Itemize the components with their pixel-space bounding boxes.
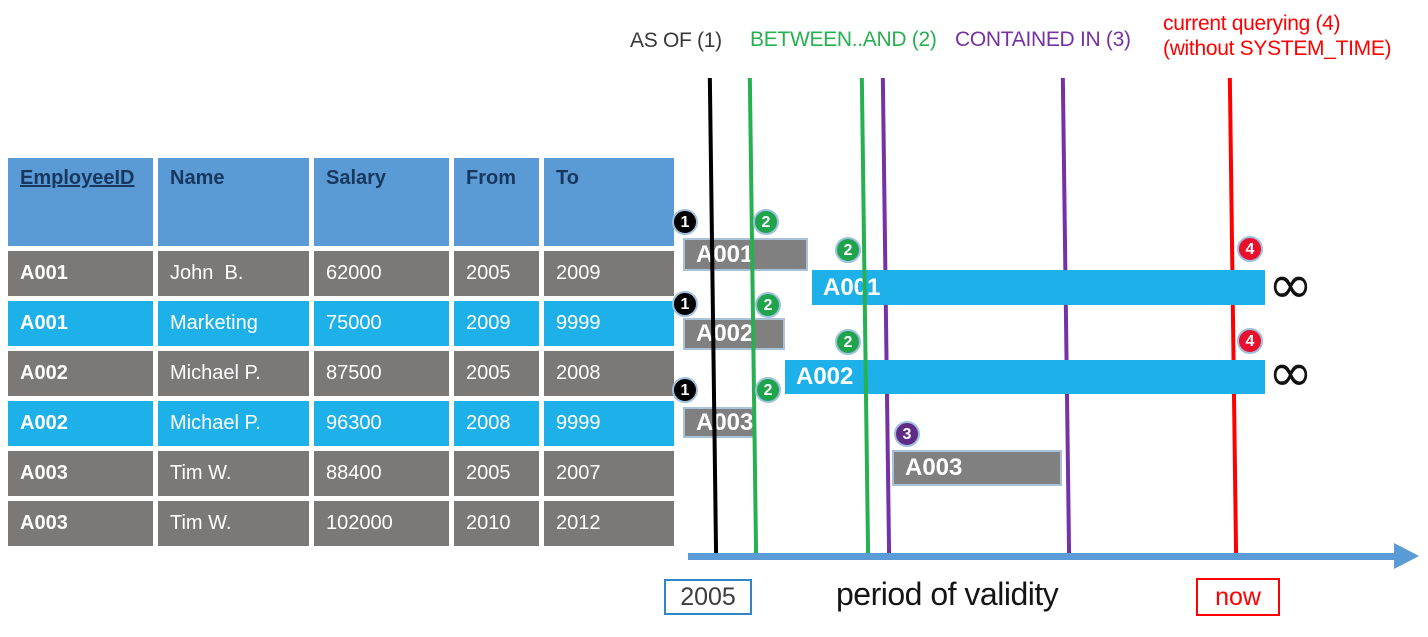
table-cell: 9999 (544, 301, 674, 346)
table-cell: 102000 (314, 501, 449, 546)
query-badge-between-and: 2 (835, 329, 861, 355)
legend-between-and: BETWEEN..AND (2) (750, 28, 937, 51)
legend-as-of: AS OF (1) (630, 29, 722, 52)
validity-bar-a003-gray: A003 (683, 407, 755, 438)
table-cell: 2008 (454, 401, 539, 446)
table-cell: 88400 (314, 451, 449, 496)
bar-label: A003 (696, 408, 754, 436)
column-header-employeeid: EmployeeID (8, 158, 153, 246)
table-cell: 2012 (544, 501, 674, 546)
table-cell: Marketing (158, 301, 309, 346)
column-header-from: From (454, 158, 539, 246)
table-cell: Tim W. (158, 501, 309, 546)
column-header-salary: Salary (314, 158, 449, 246)
now-line (1227, 77, 1239, 561)
query-badge-current: 4 (1237, 328, 1263, 354)
validity-bar-a001-gray: A001 (683, 238, 808, 271)
legend-current-line1: current querying (4) (1163, 12, 1341, 35)
table-cell: 2008 (544, 351, 674, 396)
validity-bar-a002-gray: A002 (683, 318, 785, 350)
column-header-to: To (544, 158, 674, 246)
table-cell: 2005 (454, 351, 539, 396)
validity-bar-a003-gray: A003 (892, 450, 1062, 486)
table-cell: 2007 (544, 451, 674, 496)
query-badge-between-and: 2 (755, 292, 781, 318)
time-axis-arrowhead (1394, 543, 1419, 569)
table-cell: 9999 (544, 401, 674, 446)
time-axis (688, 553, 1396, 560)
validity-bar-a001-cyan: A001 (812, 270, 1265, 305)
query-badge-as-of: 1 (672, 291, 698, 317)
year-2005-box: 2005 (664, 579, 752, 615)
table-cell: 62000 (314, 251, 449, 296)
table-cell: 2010 (454, 501, 539, 546)
contained-end-line (1060, 77, 1072, 561)
legend-contained-in: CONTAINED IN (3) (955, 28, 1131, 51)
table-cell: Michael P. (158, 351, 309, 396)
table-cell: Tim W. (158, 451, 309, 496)
bar-label: A002 (696, 320, 754, 347)
query-badge-current: 4 (1237, 236, 1263, 262)
table-cell: A002 (8, 351, 153, 396)
table-cell: 87500 (314, 351, 449, 396)
legend-current-line2: (without SYSTEM_TIME) (1163, 37, 1392, 60)
contained-start-line (880, 77, 892, 561)
table-cell: 96300 (314, 401, 449, 446)
table-cell: 2005 (454, 251, 539, 296)
now-box: now (1196, 578, 1280, 616)
table-cell: 2009 (454, 301, 539, 346)
legend-current-querying: current querying (4) (without SYSTEM_TIM… (1163, 11, 1392, 61)
table-cell: John B. (158, 251, 309, 296)
query-badge-contained-in: 3 (894, 421, 920, 447)
table-cell: A002 (8, 401, 153, 446)
query-badge-as-of: 1 (672, 209, 698, 235)
between-end-line (859, 77, 871, 561)
bar-label: A003 (905, 454, 963, 481)
query-badge-as-of: 1 (672, 377, 698, 403)
table-cell: 2009 (544, 251, 674, 296)
query-badge-between-and: 2 (835, 237, 861, 263)
validity-bar-a002-cyan: A002 (785, 360, 1265, 394)
table-cell: 2005 (454, 451, 539, 496)
infinity-symbol: ∞ (1268, 341, 1313, 404)
bar-label: A002 (796, 363, 854, 390)
bar-label: A001 (696, 240, 754, 268)
table-cell: 75000 (314, 301, 449, 346)
table-cell: Michael P. (158, 401, 309, 446)
column-header-name: Name (158, 158, 309, 246)
infinity-symbol: ∞ (1268, 253, 1313, 316)
query-badge-between-and: 2 (753, 209, 779, 235)
table-cell: A003 (8, 501, 153, 546)
table-cell: A003 (8, 451, 153, 496)
bar-label: A001 (823, 273, 881, 301)
table-cell: A001 (8, 251, 153, 296)
axis-title: period of validity (836, 576, 1059, 612)
query-badge-between-and: 2 (755, 377, 781, 403)
table-cell: A001 (8, 301, 153, 346)
